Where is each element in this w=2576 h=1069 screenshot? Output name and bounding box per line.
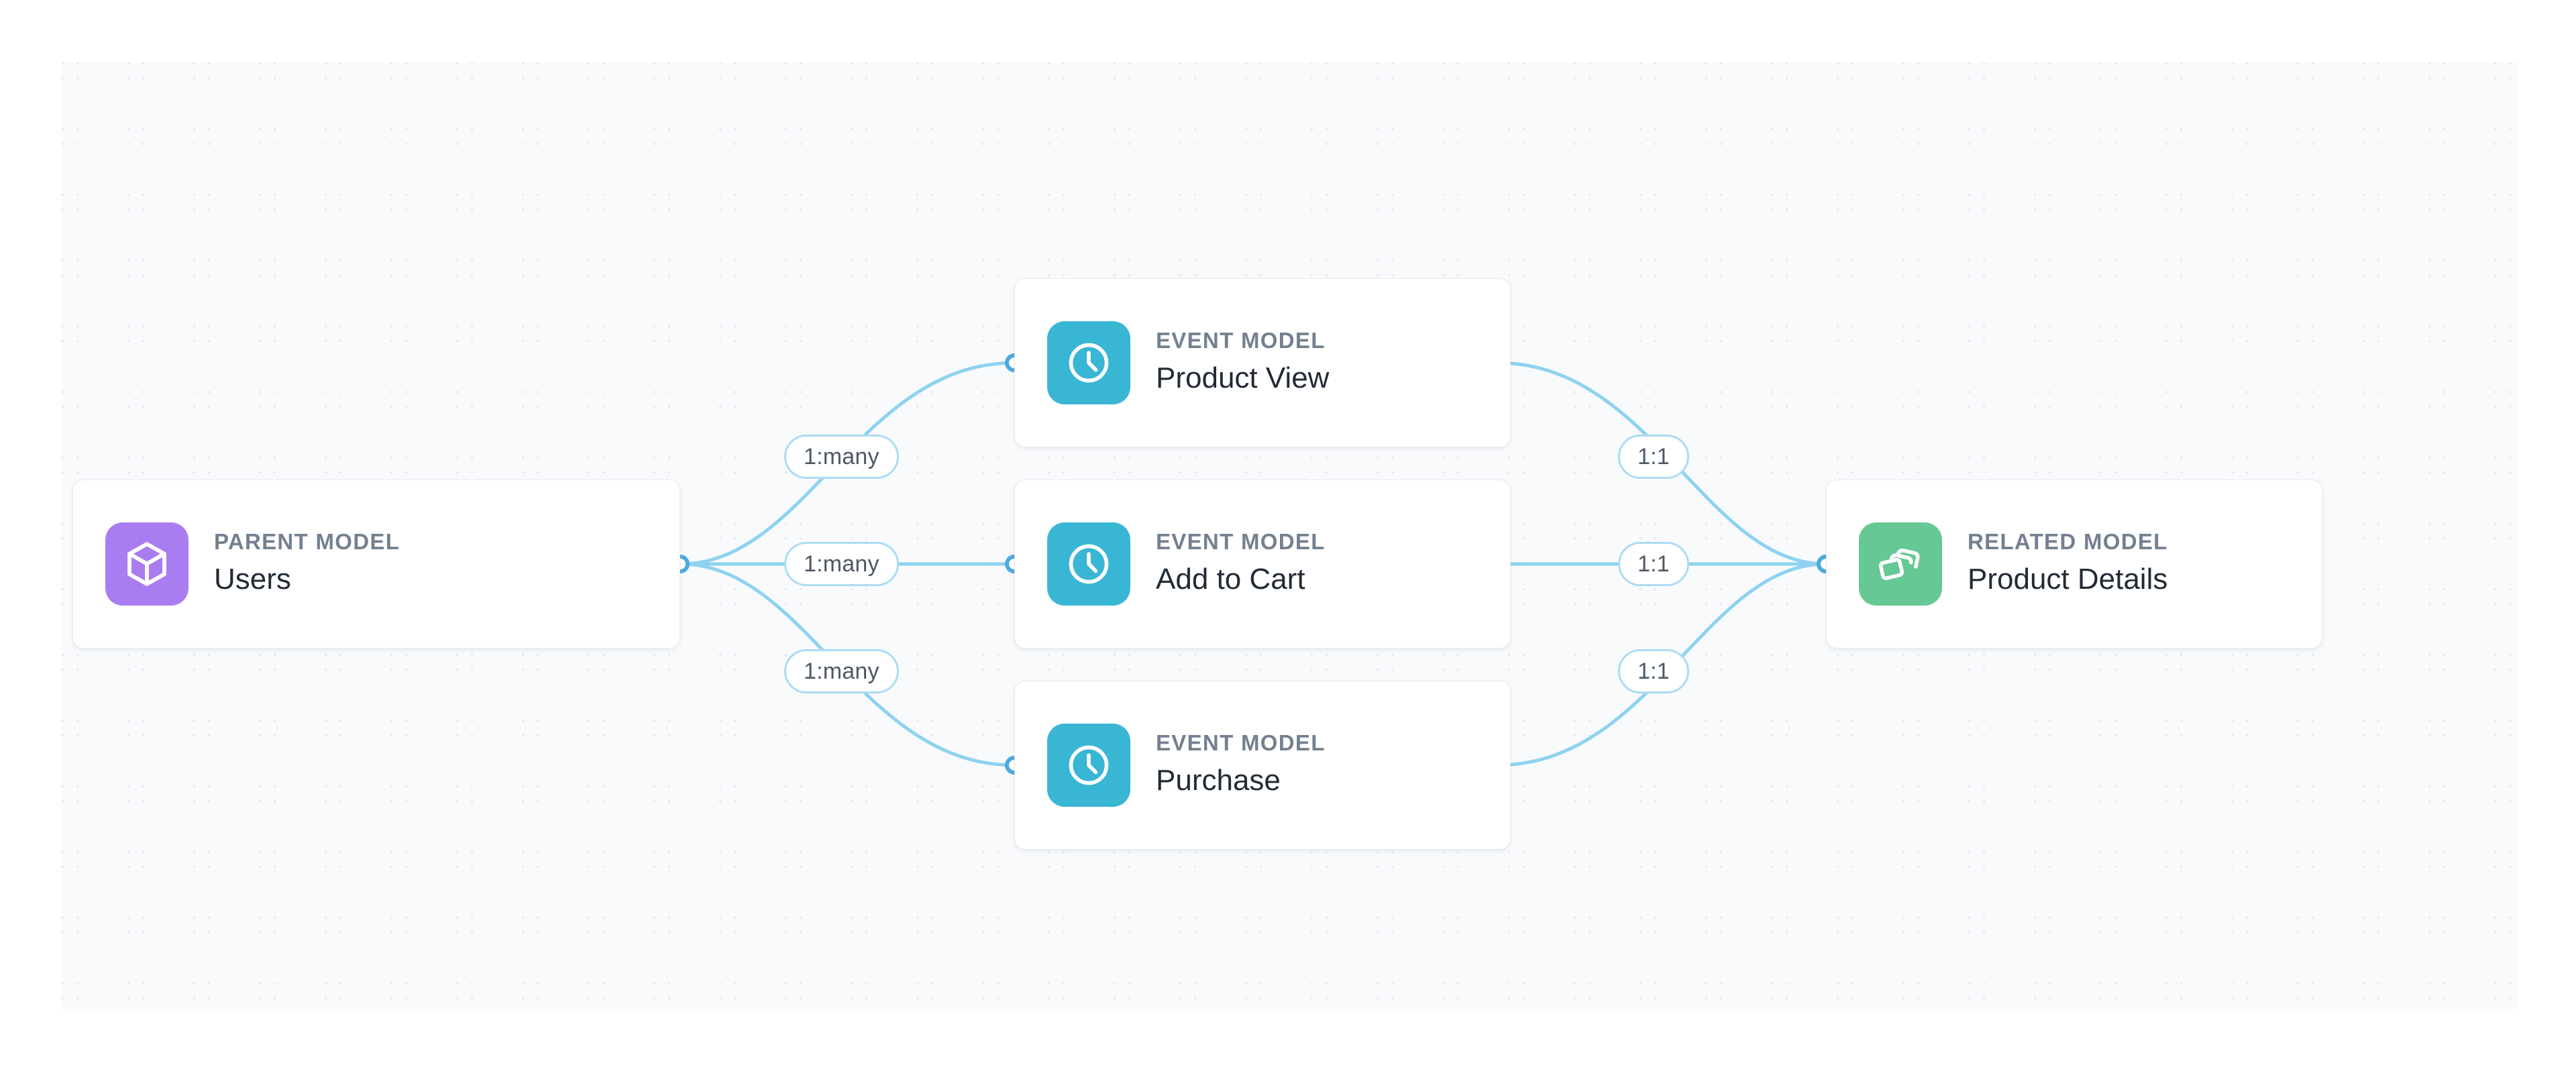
node-kicker: RELATED MODEL [1968, 529, 2168, 555]
flow-canvas[interactable]: PARENT MODEL Users EVENT MODEL Product V… [62, 62, 2517, 1009]
node-text: RELATED MODEL Product Details [1968, 529, 2168, 598]
edge-label-parent-to-product-view[interactable]: 1:many [784, 435, 899, 479]
edge-label-parent-to-purchase[interactable]: 1:many [784, 649, 899, 693]
node-title: Users [214, 563, 291, 596]
node-kicker: EVENT MODEL [1156, 529, 1326, 555]
node-kicker: EVENT MODEL [1156, 328, 1326, 353]
edge-label-add-to-cart-to-product-details[interactable]: 1:1 [1618, 542, 1689, 586]
node-text: PARENT MODEL Users [214, 529, 400, 598]
cube-icon [105, 522, 189, 606]
node-title: Product Details [1968, 563, 2168, 596]
clock-icon [1047, 522, 1130, 606]
node-text: EVENT MODEL Purchase [1156, 730, 1326, 799]
edge-label-parent-to-add-to-cart[interactable]: 1:many [784, 542, 899, 586]
edge-label-product-view-to-product-details[interactable]: 1:1 [1618, 435, 1689, 479]
node-event-model-product-view[interactable]: EVENT MODEL Product View [1014, 278, 1511, 447]
layers-icon [1859, 522, 1942, 606]
node-related-model[interactable]: RELATED MODEL Product Details [1826, 480, 2322, 649]
node-kicker: EVENT MODEL [1156, 730, 1326, 756]
clock-icon [1047, 321, 1130, 404]
node-title: Purchase [1156, 764, 1281, 797]
node-kicker: PARENT MODEL [214, 529, 400, 555]
edge-label-purchase-to-product-details[interactable]: 1:1 [1618, 649, 1689, 693]
node-parent-model[interactable]: PARENT MODEL Users [72, 480, 680, 649]
node-text: EVENT MODEL Add to Cart [1156, 529, 1326, 598]
node-title: Product View [1156, 361, 1330, 395]
node-text: EVENT MODEL Product View [1156, 328, 1329, 397]
node-event-model-purchase[interactable]: EVENT MODEL Purchase [1014, 681, 1511, 850]
node-title: Add to Cart [1156, 563, 1305, 596]
clock-icon [1047, 724, 1130, 807]
node-event-model-add-to-cart[interactable]: EVENT MODEL Add to Cart [1014, 480, 1511, 649]
